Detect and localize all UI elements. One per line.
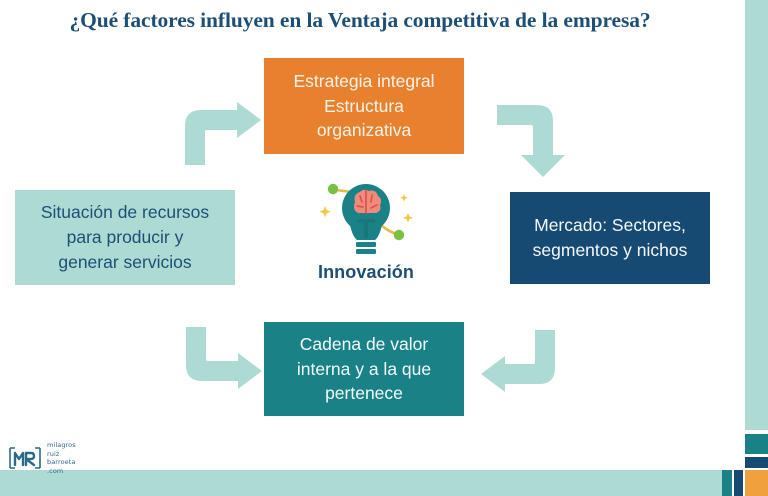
brand-logo[interactable]: milagros ruiz barroeta .com [8,441,76,475]
deco-block-orange [745,470,768,496]
deco-block-teal-dark-2 [722,470,732,496]
arrow-left-to-top [183,102,261,165]
node-cadena-de-valor[interactable]: Cadena de valor interna y a la que perte… [264,322,464,416]
innovation-center: Innovación [300,178,432,283]
mr-monogram-icon [9,447,41,469]
bottom-accent-strip [0,470,722,496]
logo-line-1: milagros [47,441,76,449]
lightbulb-brain-innovation-icon [319,183,413,254]
page-title: ¿Qué factores influyen en la Ventaja com… [69,8,651,32]
deco-block-navy-2 [734,470,743,496]
innovation-label: Innovación [317,262,414,282]
logo-line-4: .com [47,466,64,475]
node-mercado[interactable]: Mercado: Sectores, segmentos y nichos [510,192,710,284]
deco-block-teal-dark-1 [745,434,768,454]
node-recursos[interactable]: Situación de recursos para producir y ge… [15,190,235,285]
arrow-right-to-bottom [481,330,555,392]
deco-block-navy-1 [745,457,768,468]
arrow-top-to-right [497,103,565,177]
node-estrategia[interactable]: Estrategia integral Estructura organizat… [264,58,464,154]
logo-line-3: barroeta [47,458,76,467]
logo-wordmark: milagros ruiz barroeta .com [47,441,76,475]
right-accent-bar [745,0,768,430]
logo-line-2: ruiz [47,449,60,458]
arrow-left-to-bottom [184,327,262,389]
